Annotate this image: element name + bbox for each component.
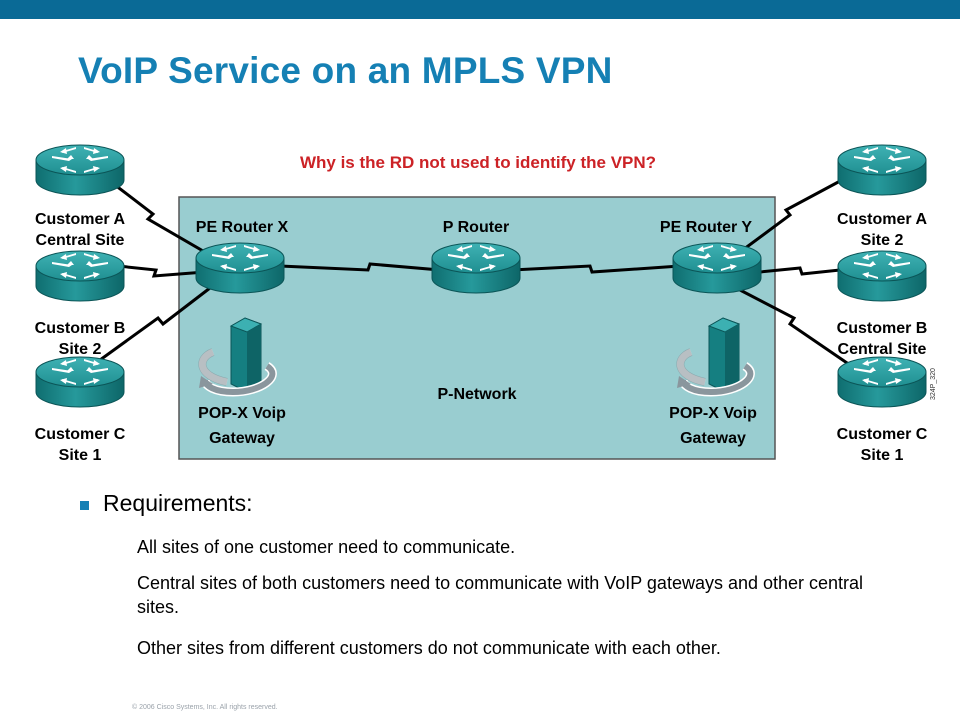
link-custC-pex	[99, 286, 211, 362]
customer-c-site1-router-icon	[35, 356, 125, 408]
gateway-right-label-1: POP-X Voip	[669, 405, 757, 422]
right-site-1-line-1: Customer A	[837, 211, 928, 228]
link-pey-custB	[759, 266, 841, 276]
copyright-footer: © 2006 Cisco Systems, Inc. All rights re…	[132, 704, 278, 711]
pe-router-y-label: PE Router Y	[660, 219, 753, 236]
left-site-2-line-2: Site 2	[59, 341, 102, 358]
requirements-heading: Requirements:	[103, 490, 253, 516]
bullet-square	[80, 501, 89, 510]
link-pey-custA	[739, 178, 843, 254]
requirement-3: Other sites from different customers do …	[137, 638, 721, 658]
left-site-1-line-2: Central Site	[36, 232, 125, 249]
left-site-1-line-1: Customer A	[35, 211, 126, 228]
customer-c-site1-right-router-icon	[837, 356, 927, 408]
link-custB-pex	[117, 264, 206, 278]
right-site-3-line-2: Site 1	[861, 447, 904, 464]
customer-a-site2-router-icon	[837, 144, 927, 196]
gateway-left-label-2: Gateway	[209, 430, 275, 447]
right-site-2-line-1: Customer B	[837, 320, 928, 337]
link-pey-custC	[739, 288, 851, 367]
link-pex-prouter	[279, 262, 441, 272]
right-site-1-line-2: Site 2	[861, 232, 904, 249]
p-network-area	[178, 196, 776, 460]
right-site-2-line-2: Central Site	[838, 341, 927, 358]
link-custA-pex	[114, 183, 211, 257]
pe-router-x-icon	[195, 242, 285, 294]
pe-router-x-label: PE Router X	[196, 219, 289, 236]
p-network-label: P-Network	[437, 386, 516, 403]
p-router-label: P Router	[443, 219, 509, 236]
left-site-3-line-2: Site 1	[59, 447, 102, 464]
link-prouter-pey	[511, 264, 681, 274]
customer-b-central-router-icon	[837, 250, 927, 302]
gateway-right-label-2: Gateway	[680, 430, 746, 447]
customer-b-site2-router-icon	[35, 250, 125, 302]
gateway-left-label-1: POP-X Voip	[198, 405, 286, 422]
pe-router-y-icon	[672, 242, 762, 294]
top-bar	[0, 0, 960, 19]
diagram-question: Why is the RD not used to identify the V…	[300, 153, 656, 172]
customer-a-central-router-icon	[35, 144, 125, 196]
image-code: 324P_320	[930, 368, 937, 400]
right-site-3-line-1: Customer C	[837, 426, 928, 443]
slide-title: VoIP Service on an MPLS VPN	[78, 50, 613, 91]
serial-links	[99, 178, 851, 367]
requirement-2: Central sites of both customers need to …	[137, 573, 864, 617]
requirement-1: All sites of one customer need to commun…	[137, 537, 516, 557]
left-site-3-line-1: Customer C	[35, 426, 126, 443]
p-router-icon	[431, 242, 521, 294]
left-site-2-line-1: Customer B	[35, 320, 126, 337]
